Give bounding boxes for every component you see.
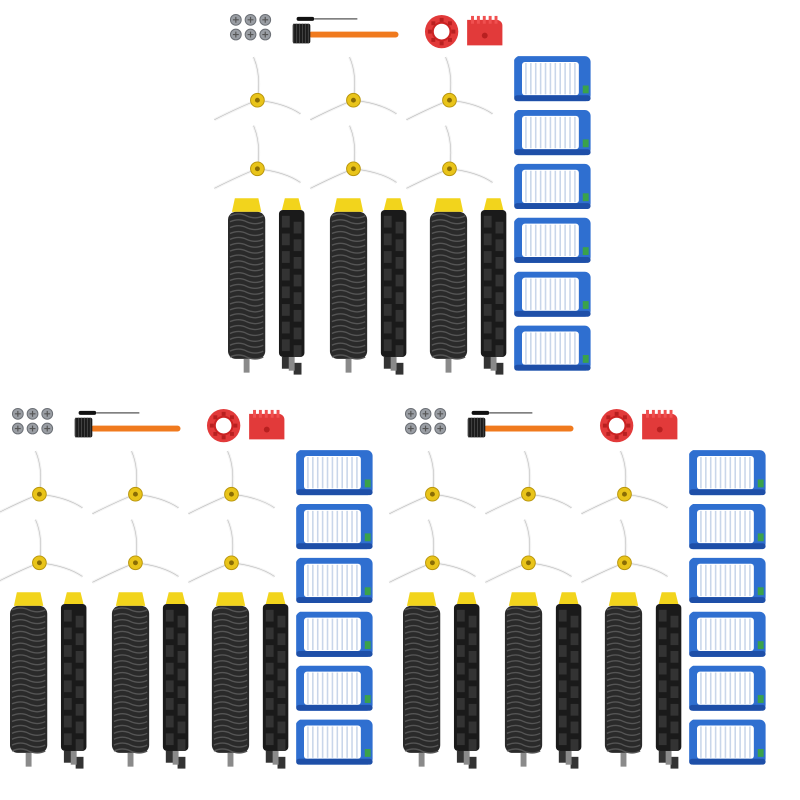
hepa-filter-icon	[689, 665, 766, 711]
hepa-filter-icon	[296, 611, 373, 657]
kit-bottom-left	[0, 407, 373, 769]
cleaning-brush-icon	[292, 23, 399, 44]
flexible-beater-icon	[278, 198, 305, 375]
bristle-roller-icon	[604, 592, 643, 767]
side-brush-icon	[91, 519, 180, 584]
cleaning-tool-ring-icon	[206, 408, 241, 443]
flexible-beater-icon	[453, 592, 480, 769]
side-brush-icon	[0, 519, 84, 583]
hepa-filter-icon	[514, 56, 591, 102]
flexible-beater-icon	[480, 198, 507, 375]
side-brush-icon	[0, 450, 84, 514]
flexible-beater-icon	[380, 198, 407, 375]
hepa-filter-icon	[514, 163, 591, 209]
cleaning-brush-icon	[467, 417, 574, 438]
hepa-filter-icon	[514, 325, 591, 371]
hepa-filter-icon	[689, 450, 766, 496]
flexible-beater-icon	[262, 592, 289, 769]
screw-icon-group	[229, 13, 272, 41]
bristle-roller-icon	[228, 198, 266, 373]
side-brush-icon	[213, 56, 302, 122]
hepa-filter-icon	[296, 557, 373, 603]
screwdriver-icon	[471, 410, 533, 415]
screwdriver-icon	[78, 410, 140, 415]
flexible-beater-icon	[555, 592, 582, 769]
side-brush-icon	[484, 450, 573, 516]
flexible-beater-icon	[60, 592, 87, 769]
bristle-roller-icon	[403, 592, 441, 767]
bristle-roller-icon	[211, 592, 250, 767]
hepa-filter-icon	[514, 271, 591, 317]
hepa-filter-icon	[689, 719, 766, 765]
screwdriver-icon	[296, 16, 358, 21]
cleaning-tool-ring-icon	[599, 408, 634, 443]
bristle-roller-icon	[10, 592, 48, 767]
cleaning-brush-icon	[74, 417, 181, 438]
hepa-filter-icon	[514, 110, 591, 156]
kit-top	[213, 13, 591, 375]
bristle-roller-icon	[111, 592, 150, 767]
kit-bottom-right	[388, 407, 766, 769]
side-brush-icon	[309, 125, 398, 190]
hepa-filter-icon	[689, 557, 766, 603]
screw-icon-group	[11, 407, 54, 435]
hepa-filter-icon	[296, 504, 373, 550]
hepa-filter-icon	[296, 665, 373, 711]
side-brush-icon	[484, 519, 573, 584]
hepa-filter-icon	[296, 450, 373, 496]
side-brush-icon	[405, 56, 494, 122]
side-brush-icon	[580, 450, 669, 516]
side-brush-icon	[309, 56, 398, 122]
flexible-beater-icon	[655, 592, 682, 769]
bristle-roller-icon	[329, 198, 368, 373]
side-brush-icon	[187, 519, 276, 584]
side-brush-icon	[388, 519, 477, 584]
hepa-filter-icon	[689, 611, 766, 657]
side-brush-icon	[405, 125, 494, 190]
cleaning-tool-comb-icon	[467, 15, 503, 46]
flexible-beater-icon	[162, 592, 189, 769]
screw-icon-group	[404, 407, 447, 435]
side-brush-icon	[187, 450, 276, 516]
hepa-filter-icon	[514, 217, 591, 263]
cleaning-tool-comb-icon	[249, 409, 285, 440]
side-brush-icon	[213, 125, 302, 190]
side-brush-icon	[388, 450, 477, 516]
hepa-filter-icon	[296, 719, 373, 765]
side-brush-icon	[580, 519, 669, 584]
hepa-filter-icon	[689, 504, 766, 550]
cleaning-tool-comb-icon	[642, 409, 678, 440]
bristle-roller-icon	[429, 198, 468, 373]
bristle-roller-icon	[504, 592, 543, 767]
side-brush-icon	[91, 450, 180, 516]
cleaning-tool-ring-icon	[424, 14, 459, 49]
